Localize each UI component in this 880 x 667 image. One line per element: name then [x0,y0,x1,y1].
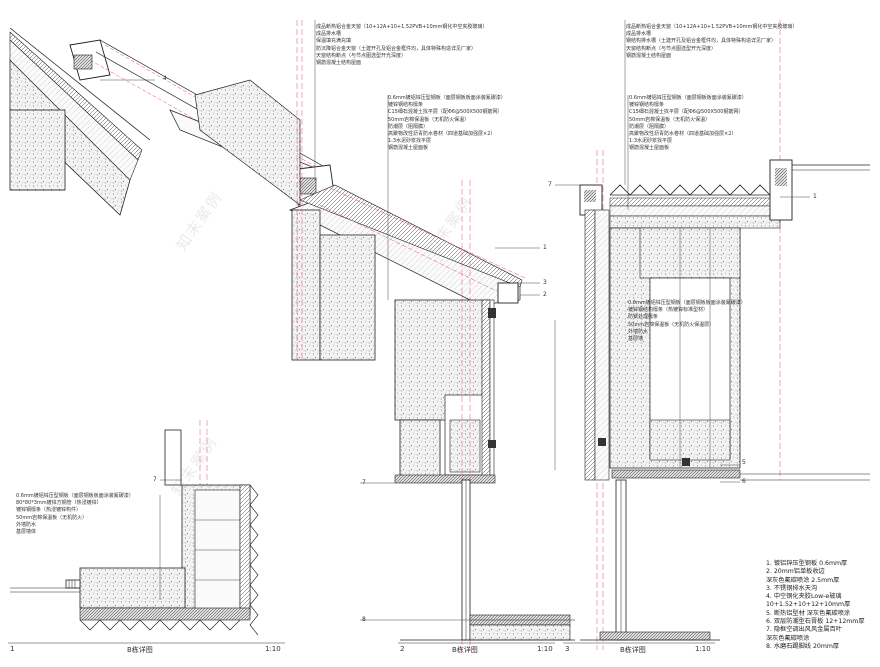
caption-1: 1 [10,645,14,653]
note-block-wall-right: 0.6mm镀铝锌压型钢板（面层钢板板面涂装氟碳漆） 镀锌钢结构檩条 C15细石混… [629,95,747,153]
legend-item: 4. 中空钢化夹胶Low-e玻璃 [766,593,842,601]
note-line: 镀锌钢结构檩条（热镀锌标准型材） [628,307,709,314]
callout-2: 2 [543,291,547,298]
caption-3: 3 [565,645,570,653]
note-line: 基层墙体 [16,528,37,535]
caption-3-scale: 1:10 [695,645,711,653]
callout-8: 8 [362,616,366,623]
note-line: 成品排水槽 [626,31,652,38]
note-line: 保温填充满充填 [316,38,352,45]
callout-1: 1 [543,244,547,251]
legend-item: 深灰色氟碳喷涂 2.5mm厚 [766,576,840,584]
note-line: 天窗结构断点（与节点图选型开光深度） [626,45,717,52]
note-line: 防沉降铝合金天窗（土建开孔及铝合金框件均，具体特殊构造详见厂家） [316,45,477,52]
note-line: 0.6mm镀铝锌压型钢板（面层钢板板面涂装氟碳漆） [388,95,506,101]
legend-item: 1. 镀铝锌压型钢板 0.6mm厚 [766,560,848,567]
callout-1-right: 1 [813,193,817,200]
callout-4: 4 [163,75,167,82]
legend-item: 10+1.52+10+12+10mm厚 [766,601,851,609]
note-line: 成品断热铝合金天窗（10+12A+10+1.52PVB+10mm钢化中空夹胶玻璃… [316,24,488,30]
note-line: 50mm岩棉保温板（无机防火保温） [388,116,470,123]
roof-detail [9,27,526,484]
legend-item: 6. 双层防潮型石膏板 12+12mm厚 [766,618,865,626]
legend-item: 5. 断热铝型材 深灰色氟碳喷涂 [766,609,851,617]
callout-3: 3 [543,279,547,286]
note-line: C15细石混凝土找平层（配Φ6@500X500钢筋网） [629,109,744,116]
note-line: 钢筋混凝土屋面板 [629,145,670,152]
note-line: 成品排水槽 [316,31,342,38]
note-line: 0.6mm镀铝锌压型钢板（面层钢板板面涂装氟碳漆） [628,300,746,306]
note-line: 80*80*3mm镀锌方钢管（热浸镀锌） [16,500,102,507]
base-detail [10,429,259,636]
note-line: 外墙防水 [16,521,37,528]
material-legend: 1. 镀铝锌压型钢板 0.6mm厚 2. 20mm铝单板收边 深灰色氟碳喷涂 2… [766,560,865,651]
note-block-roof-mid: 0.6mm镀铝锌压型钢板（面层钢板板面涂装氟碳漆） 镀锌钢结构檩条 C15细石混… [388,95,506,153]
leader-lines [100,20,810,621]
caption-number: 1 [10,645,15,653]
note-line: 1:3水泥砂浆找平层 [629,138,673,145]
note-line: 镀锌钢结构檩条 [629,102,665,109]
note-line: C15细石混凝土找平层（配Φ6@500X500钢筋网） [388,109,503,116]
note-line: 防锈处理檩条 [628,314,659,321]
note-block-roof-top-left: 成品断热铝合金天窗（10+12A+10+1.52PVB+10mm钢化中空夹胶玻璃… [316,24,487,67]
note-line: 50mm岩棉保温板（无机防火） [16,514,88,521]
note-line: 成品断热铝合金天窗（10+12A+10+1.52PVB+10mm钢化中空夹胶玻璃… [626,24,798,30]
callout-7-right: 7 [548,181,552,188]
note-line: 50mm岩棉保温板（无机防火保温） [629,116,711,123]
flat-roof-detail [579,159,870,641]
note-line: 钢筋混凝土结构屋面 [626,52,672,59]
callout-6: 6 [742,478,746,485]
caption-3-title: B栋详图 [620,646,646,654]
legend-item: 3. 不锈钢排水天沟 [766,584,818,592]
wall-floor-detail [400,479,575,641]
caption-1-scale: 1:10 [265,645,281,653]
note-line: 1:3水泥砂浆找平层 [388,138,432,145]
callout-7-left: 7 [153,476,157,483]
callout-5: 5 [742,459,746,466]
legend-item: 2. 20mm铝单板收边 [766,568,825,576]
note-line: 镀锌钢结构檩条 [388,102,424,109]
legend-item: 深灰色氟碳喷涂 [766,634,810,642]
legend-item: 7. 隐框空调出风风金属百叶 [766,626,842,634]
note-line: 0.6mm镀铝锌压型钢板（面层钢板板面涂装氟碳漆） [16,493,134,499]
note-line: 钢结构排水槽（土建开孔及铝合金框件均，具体特殊构造详见厂家） [626,38,777,45]
note-line: 防潮层（阻隔膜） [388,123,429,130]
note-line: 钢筋混凝土屋面板 [388,145,429,152]
caption-2: 2 [400,645,405,653]
callout-7: 7 [362,479,366,486]
note-block-roof-top-right: 成品断热铝合金天窗（10+12A+10+1.52PVB+10mm钢化中空夹胶玻璃… [626,24,797,60]
note-line: 外墙防水 [628,328,649,335]
note-line: 镀锌钢檩条（热浸镀锌构件） [16,507,82,514]
note-line: 50mm岩棉保温板（无机防火保温层） [628,321,715,328]
note-line: 0.6mm镀铝锌压型钢板（面层钢板板面涂装氟碳漆） [629,95,747,101]
note-line: 高聚物改性沥青防水卷材（四道基础加强层×2） [388,130,496,137]
caption-1-title: B栋详图 [127,646,153,654]
legend-item: 8. 水磨石踢脚线 20mm厚 [766,642,840,650]
note-line: 天窗结构断点（与节点图选型开光深度） [316,52,407,59]
caption-2-scale: 1:10 [537,645,553,653]
note-line: 基层墙 [628,335,644,342]
caption-2-title: B栋详图 [452,646,478,654]
note-line: 防潮层（阻隔膜） [629,123,670,130]
note-line: 钢筋混凝土结构屋面 [316,59,362,66]
note-line: 高聚物改性沥青防水卷材（四道基础加强层×2） [629,130,737,137]
note-block-bottom-left: 0.6mm镀铝锌压型钢板（面层钢板板面涂装氟碳漆） 80*80*3mm镀锌方钢管… [16,493,134,536]
note-block-wall-center: 0.6mm镀铝锌压型钢板（面层钢板板面涂装氟碳漆） 镀锌钢结构檩条（热镀锌标准型… [628,300,746,343]
